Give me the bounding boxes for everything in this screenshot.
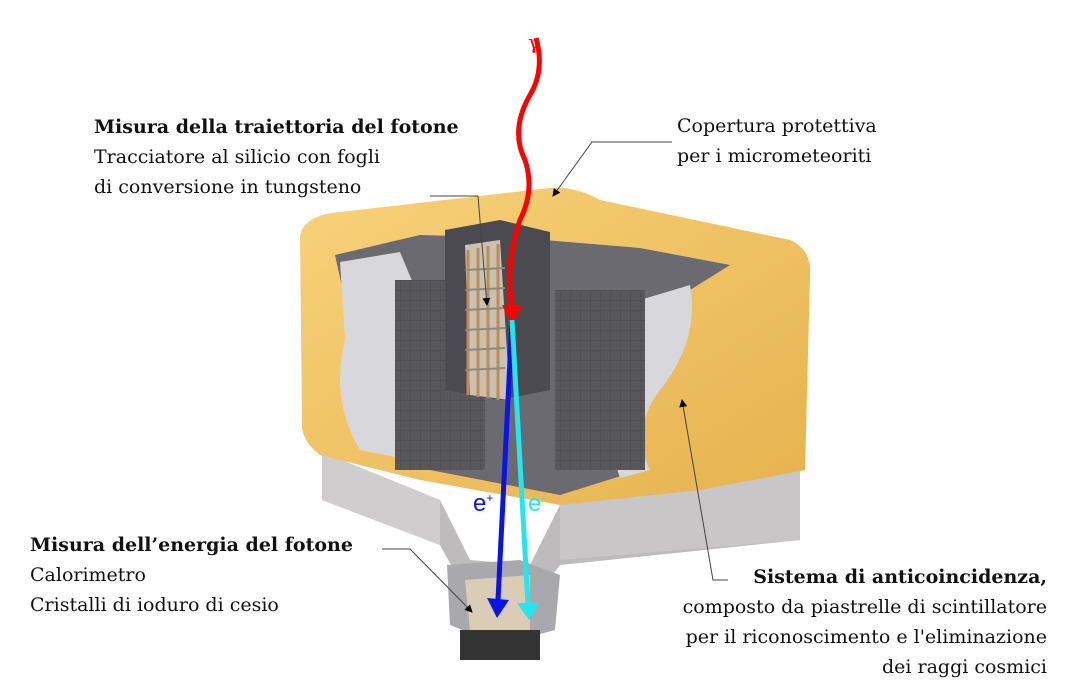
leader-lines — [382, 141, 728, 613]
electron-label: e- — [528, 490, 545, 518]
electron-charge: - — [541, 491, 546, 505]
photon-arrowhead — [502, 305, 522, 325]
tracker-tower — [445, 220, 550, 400]
electron-arrowhead — [517, 603, 539, 620]
photon-track — [507, 37, 542, 313]
protective-cover — [300, 187, 811, 505]
calorimeter-line1: Calorimetro — [30, 564, 146, 586]
positron-arrowhead — [487, 598, 509, 618]
tracker-line2: di conversione in tungsteno — [94, 176, 362, 198]
calorimeter-line2: Cristalli di ioduro di cesio — [30, 594, 279, 616]
calorimeter-annotation: Misura dell’energia del fotone Calorimet… — [30, 530, 353, 620]
anticoincidence-annotation: Sistema di anticoincidenza, composto da … — [683, 562, 1047, 682]
cover-line2: per i micrometeoriti — [677, 145, 872, 167]
calorimeter-box — [447, 560, 560, 660]
positron-track — [495, 319, 515, 601]
electron-track — [509, 319, 531, 606]
gamma-label: γ — [528, 30, 540, 54]
tracker-title: Misura della traiettoria del fotone — [94, 116, 459, 138]
electron-symbol: e — [528, 490, 542, 517]
tracker-annotation: Misura della traiettoria del fotone Trac… — [94, 112, 459, 202]
anticoincidence-title: Sistema di anticoincidenza, — [753, 566, 1047, 588]
anticoincidence-line1: composto da piastrelle di scintillatore — [682, 596, 1047, 618]
positron-symbol: e — [473, 490, 487, 517]
tracker-line1: Tracciatore al silicio con fogli — [94, 146, 380, 168]
positron-label: e+ — [473, 490, 493, 518]
cover-annotation: Copertura protettiva per i micrometeorit… — [677, 111, 877, 171]
cover-line1: Copertura protettiva — [677, 115, 877, 137]
positron-charge: + — [486, 491, 494, 505]
anticoincidence-line2: per il riconoscimento e l'eliminazione — [685, 626, 1047, 648]
calorimeter-title: Misura dell’energia del fotone — [30, 534, 353, 556]
anticoincidence-line3: dei raggi cosmici — [881, 656, 1047, 678]
